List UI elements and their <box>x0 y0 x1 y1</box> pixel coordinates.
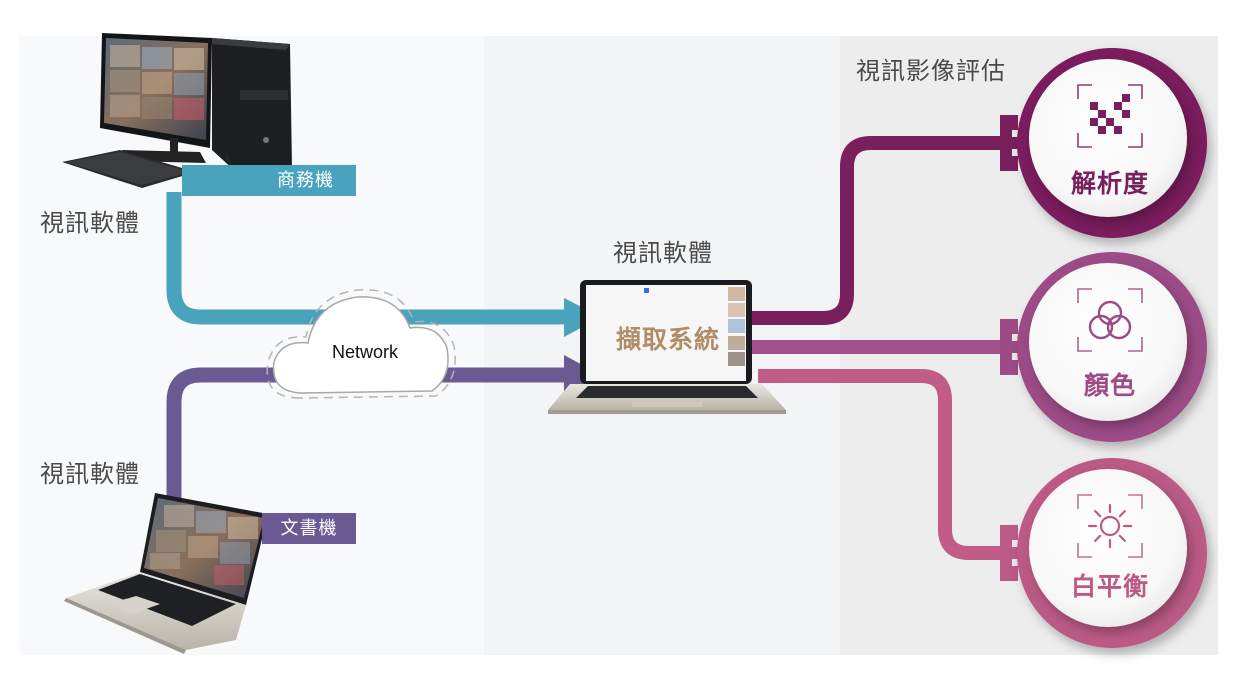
document-device-label: 文書機 <box>280 518 338 539</box>
capture-laptop-icon <box>548 280 786 414</box>
connector-plug <box>1000 115 1018 171</box>
icon-frame <box>1077 288 1143 352</box>
capture-system-label: 擷取系統 <box>615 325 720 354</box>
document-laptop-icon <box>64 493 268 654</box>
disk <box>1029 263 1187 421</box>
sun-icon <box>1087 503 1133 549</box>
document-software-label: 視訊軟體 <box>40 460 140 488</box>
connector-plug <box>1000 525 1018 581</box>
capture-software-label: 視訊軟體 <box>613 239 713 267</box>
white-balance-label: 白平衡 <box>1070 572 1149 601</box>
color-label: 顏色 <box>1083 371 1136 400</box>
disk <box>1029 469 1187 627</box>
resolution-label: 解析度 <box>1070 169 1149 198</box>
resolution-node <box>1000 48 1207 238</box>
color-circles-icon <box>1088 300 1132 340</box>
resolution-pipe <box>752 136 1010 325</box>
icon-frame <box>1077 494 1143 558</box>
white-balance-node <box>1000 458 1207 648</box>
document-device-tag: 文書機 <box>262 513 356 544</box>
desktop-pc-icon <box>62 33 292 195</box>
business-device-tag: 商務機 <box>182 165 356 196</box>
cloud-icon <box>266 289 456 399</box>
network-label: Network <box>331 342 398 362</box>
icon-frame <box>1077 84 1143 148</box>
color-node <box>1000 252 1207 442</box>
diagram-title: 視訊影像評估 <box>856 57 1006 85</box>
disk <box>1029 59 1187 217</box>
white-balance-pipe <box>758 369 1010 560</box>
connector-plug <box>1000 319 1018 375</box>
resolution-pixels-icon <box>1090 94 1130 134</box>
business-device-label: 商務機 <box>277 170 334 191</box>
business-software-label: 視訊軟體 <box>40 209 140 237</box>
